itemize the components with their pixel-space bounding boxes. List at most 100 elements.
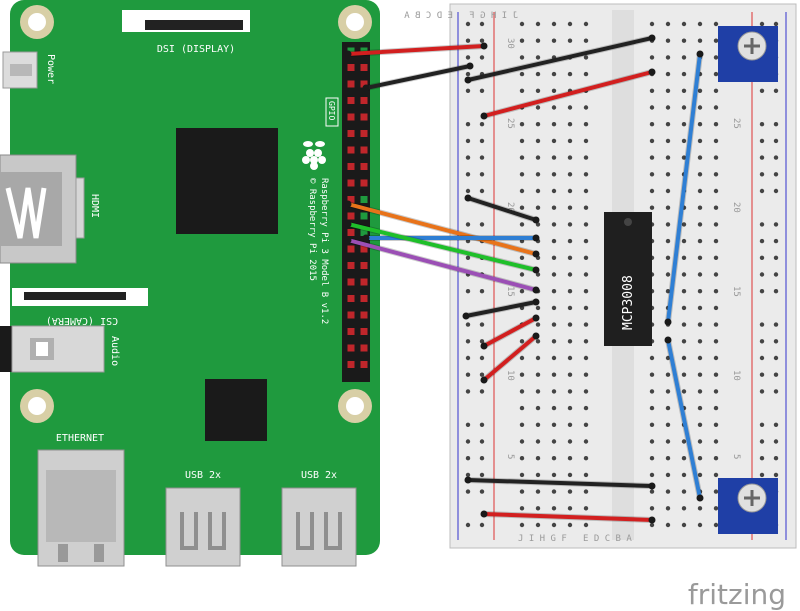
breadboard-hole: [713, 322, 719, 327]
breadboard-hole: [535, 105, 541, 110]
rail-hole: [759, 172, 765, 177]
rail-hole: [759, 21, 765, 27]
rail-hole: [465, 255, 471, 260]
wire-end: [664, 336, 672, 344]
breadboard-hole: [681, 305, 687, 311]
breadboard-hole: [713, 489, 719, 494]
breadboard-hole: [519, 422, 525, 427]
breadboard-hole: [567, 489, 573, 494]
breadboard-hole: [535, 55, 541, 60]
gpio-pin: [360, 146, 368, 154]
rail-hole: [773, 422, 779, 427]
breadboard-hole: [535, 422, 541, 427]
breadboard-hole: [697, 188, 703, 194]
breadboard-hole: [583, 506, 589, 511]
rail-hole: [759, 222, 765, 227]
rail-hole: [479, 439, 485, 444]
breadboard-hole: [665, 138, 671, 144]
row-number-label: 25: [505, 118, 515, 129]
breadboard-hole: [551, 71, 557, 77]
orange-wire: [346, 202, 538, 256]
blue-wire: [666, 338, 702, 500]
breadboard-hole: [583, 489, 589, 494]
breadboard-hole: [681, 289, 687, 294]
wire-end: [532, 332, 540, 340]
breadboard-hole: [535, 456, 541, 461]
wire-end: [480, 112, 488, 120]
rail-hole: [773, 456, 779, 461]
row-number-label: 15: [505, 286, 515, 297]
row-number-label: 5: [731, 454, 741, 459]
red-wire: [346, 44, 486, 56]
breadboard-hole: [519, 456, 525, 461]
breadboard-hole: [665, 172, 671, 177]
breadboard-hole: [713, 71, 719, 77]
breadboard-hole: [535, 355, 541, 361]
blue-wire: [666, 52, 702, 324]
gpio-header: [342, 42, 370, 382]
breadboard-hole: [567, 188, 573, 194]
wire-end: [362, 84, 370, 92]
gpio-pin: [347, 163, 355, 170]
rail-hole: [773, 222, 779, 227]
gpio-pin: [360, 278, 368, 286]
gpio-pin: [360, 80, 368, 88]
rail-hole: [479, 339, 485, 344]
breadboard-hole: [681, 372, 687, 377]
breadboard-hole: [713, 339, 719, 344]
breadboard-hole: [665, 38, 671, 43]
breadboard-hole: [567, 238, 573, 244]
breadboard-hole: [697, 456, 703, 461]
breadboard-hole: [567, 372, 573, 377]
breadboard-hole: [519, 71, 525, 77]
rail-hole: [773, 289, 779, 294]
csi-label: CSI (CAMERA): [46, 315, 118, 326]
rail-hole: [479, 138, 485, 144]
wire-end: [464, 194, 472, 202]
raspberry-pi-board: DSI (DISPLAY) Power Raspberry Pi 3 Model…: [0, 0, 380, 567]
breadboard-hole: [665, 389, 671, 394]
wire-end: [362, 234, 370, 242]
gpio-pin: [360, 163, 368, 170]
gpio-pin: [347, 328, 355, 335]
rail-hole: [759, 255, 765, 260]
breadboard-hole: [519, 372, 525, 377]
breadboard-hole: [713, 172, 719, 177]
rail-hole: [479, 489, 485, 494]
breadboard-hole: [649, 355, 655, 361]
rail-hole: [465, 355, 471, 361]
breadboard-hole: [551, 472, 557, 478]
breadboard-hole: [519, 405, 525, 411]
breadboard-hole: [519, 155, 525, 160]
breadboard-hole: [665, 439, 671, 444]
breadboard-hole: [665, 506, 671, 511]
gpio-pin: [347, 196, 355, 203]
rail-hole: [465, 489, 471, 494]
breadboard-hole: [681, 138, 687, 144]
cpu-chip: [176, 128, 278, 234]
breadboard-hole: [519, 21, 525, 27]
breadboard-hole: [535, 506, 541, 511]
breadboard-hole: [535, 389, 541, 394]
gpio-pin: [347, 47, 355, 55]
breadboard-hole: [681, 355, 687, 361]
breadboard-hole: [713, 55, 719, 60]
breadboard-hole: [713, 522, 719, 528]
breadboard-hole: [535, 405, 541, 411]
breadboard-hole: [567, 389, 573, 394]
breadboard-hole: [583, 188, 589, 194]
breadboard-hole: [697, 372, 703, 377]
breadboard-hole: [583, 355, 589, 361]
breadboard-hole: [535, 372, 541, 377]
breadboard-hole: [665, 422, 671, 427]
breadboard-hole: [713, 222, 719, 227]
gpio-pin: [360, 130, 368, 137]
breadboard-hole: [697, 172, 703, 177]
breadboard-hole: [665, 456, 671, 461]
black-wire: [466, 36, 654, 82]
gpio-pin: [360, 262, 368, 269]
breadboard-hole: [665, 522, 671, 528]
breadboard-hole: [665, 55, 671, 60]
breadboard-hole: [697, 238, 703, 244]
gpio-pin: [347, 212, 355, 220]
